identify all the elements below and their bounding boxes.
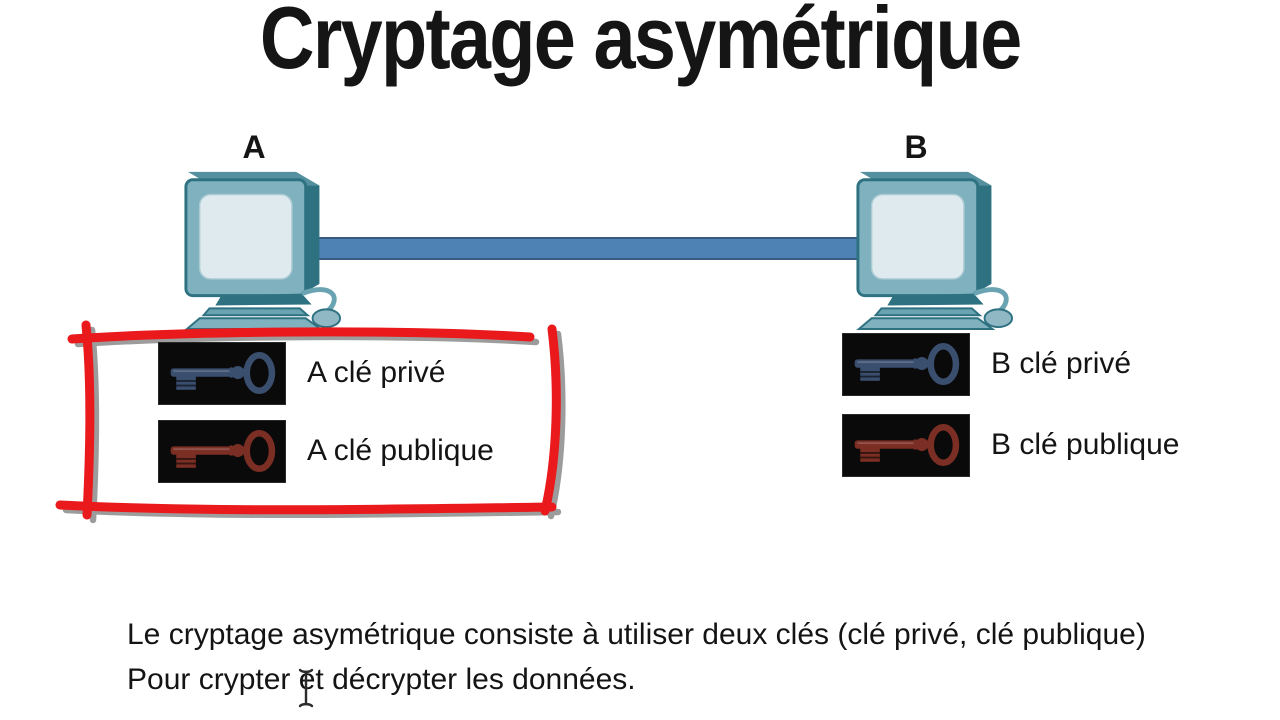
key-label: A clé privé (307, 356, 446, 389)
computer-b-icon (846, 168, 1022, 330)
public-key-icon (163, 423, 281, 479)
computer-b-label: B (904, 129, 928, 165)
key-label: B clé publique (991, 428, 1180, 461)
public-key-image (842, 413, 970, 477)
private-key-image (842, 332, 970, 396)
caption-line-2: Pour crypter et décrypter les données. (127, 663, 636, 696)
key-row-b-public: B clé publique (842, 413, 1180, 477)
public-key-image (158, 419, 286, 483)
slide-title: Cryptage asymétrique (259, 0, 1022, 87)
private-key-image (158, 341, 286, 405)
computer-a-label: A (242, 129, 266, 165)
key-label: A clé publique (307, 434, 494, 467)
key-label: B clé privé (991, 347, 1132, 380)
caption-line-1: Le cryptage asymétrique consiste à utili… (127, 618, 1146, 651)
private-key-icon (847, 336, 965, 392)
public-key-icon (847, 417, 965, 473)
caption: Le cryptage asymétrique consiste à utili… (127, 612, 1146, 702)
title-wrap: Cryptage asymétrique (0, 0, 1280, 82)
text-ibeam-cursor (298, 668, 314, 708)
network-link (300, 237, 860, 260)
key-row-a-private: A clé privé (158, 341, 446, 405)
red-annotation-rectangle (55, 320, 566, 524)
key-row-a-public: A clé publique (158, 419, 494, 483)
private-key-icon (163, 345, 281, 401)
key-row-b-private: B clé privé (842, 332, 1132, 396)
computer-a-icon (174, 168, 350, 330)
